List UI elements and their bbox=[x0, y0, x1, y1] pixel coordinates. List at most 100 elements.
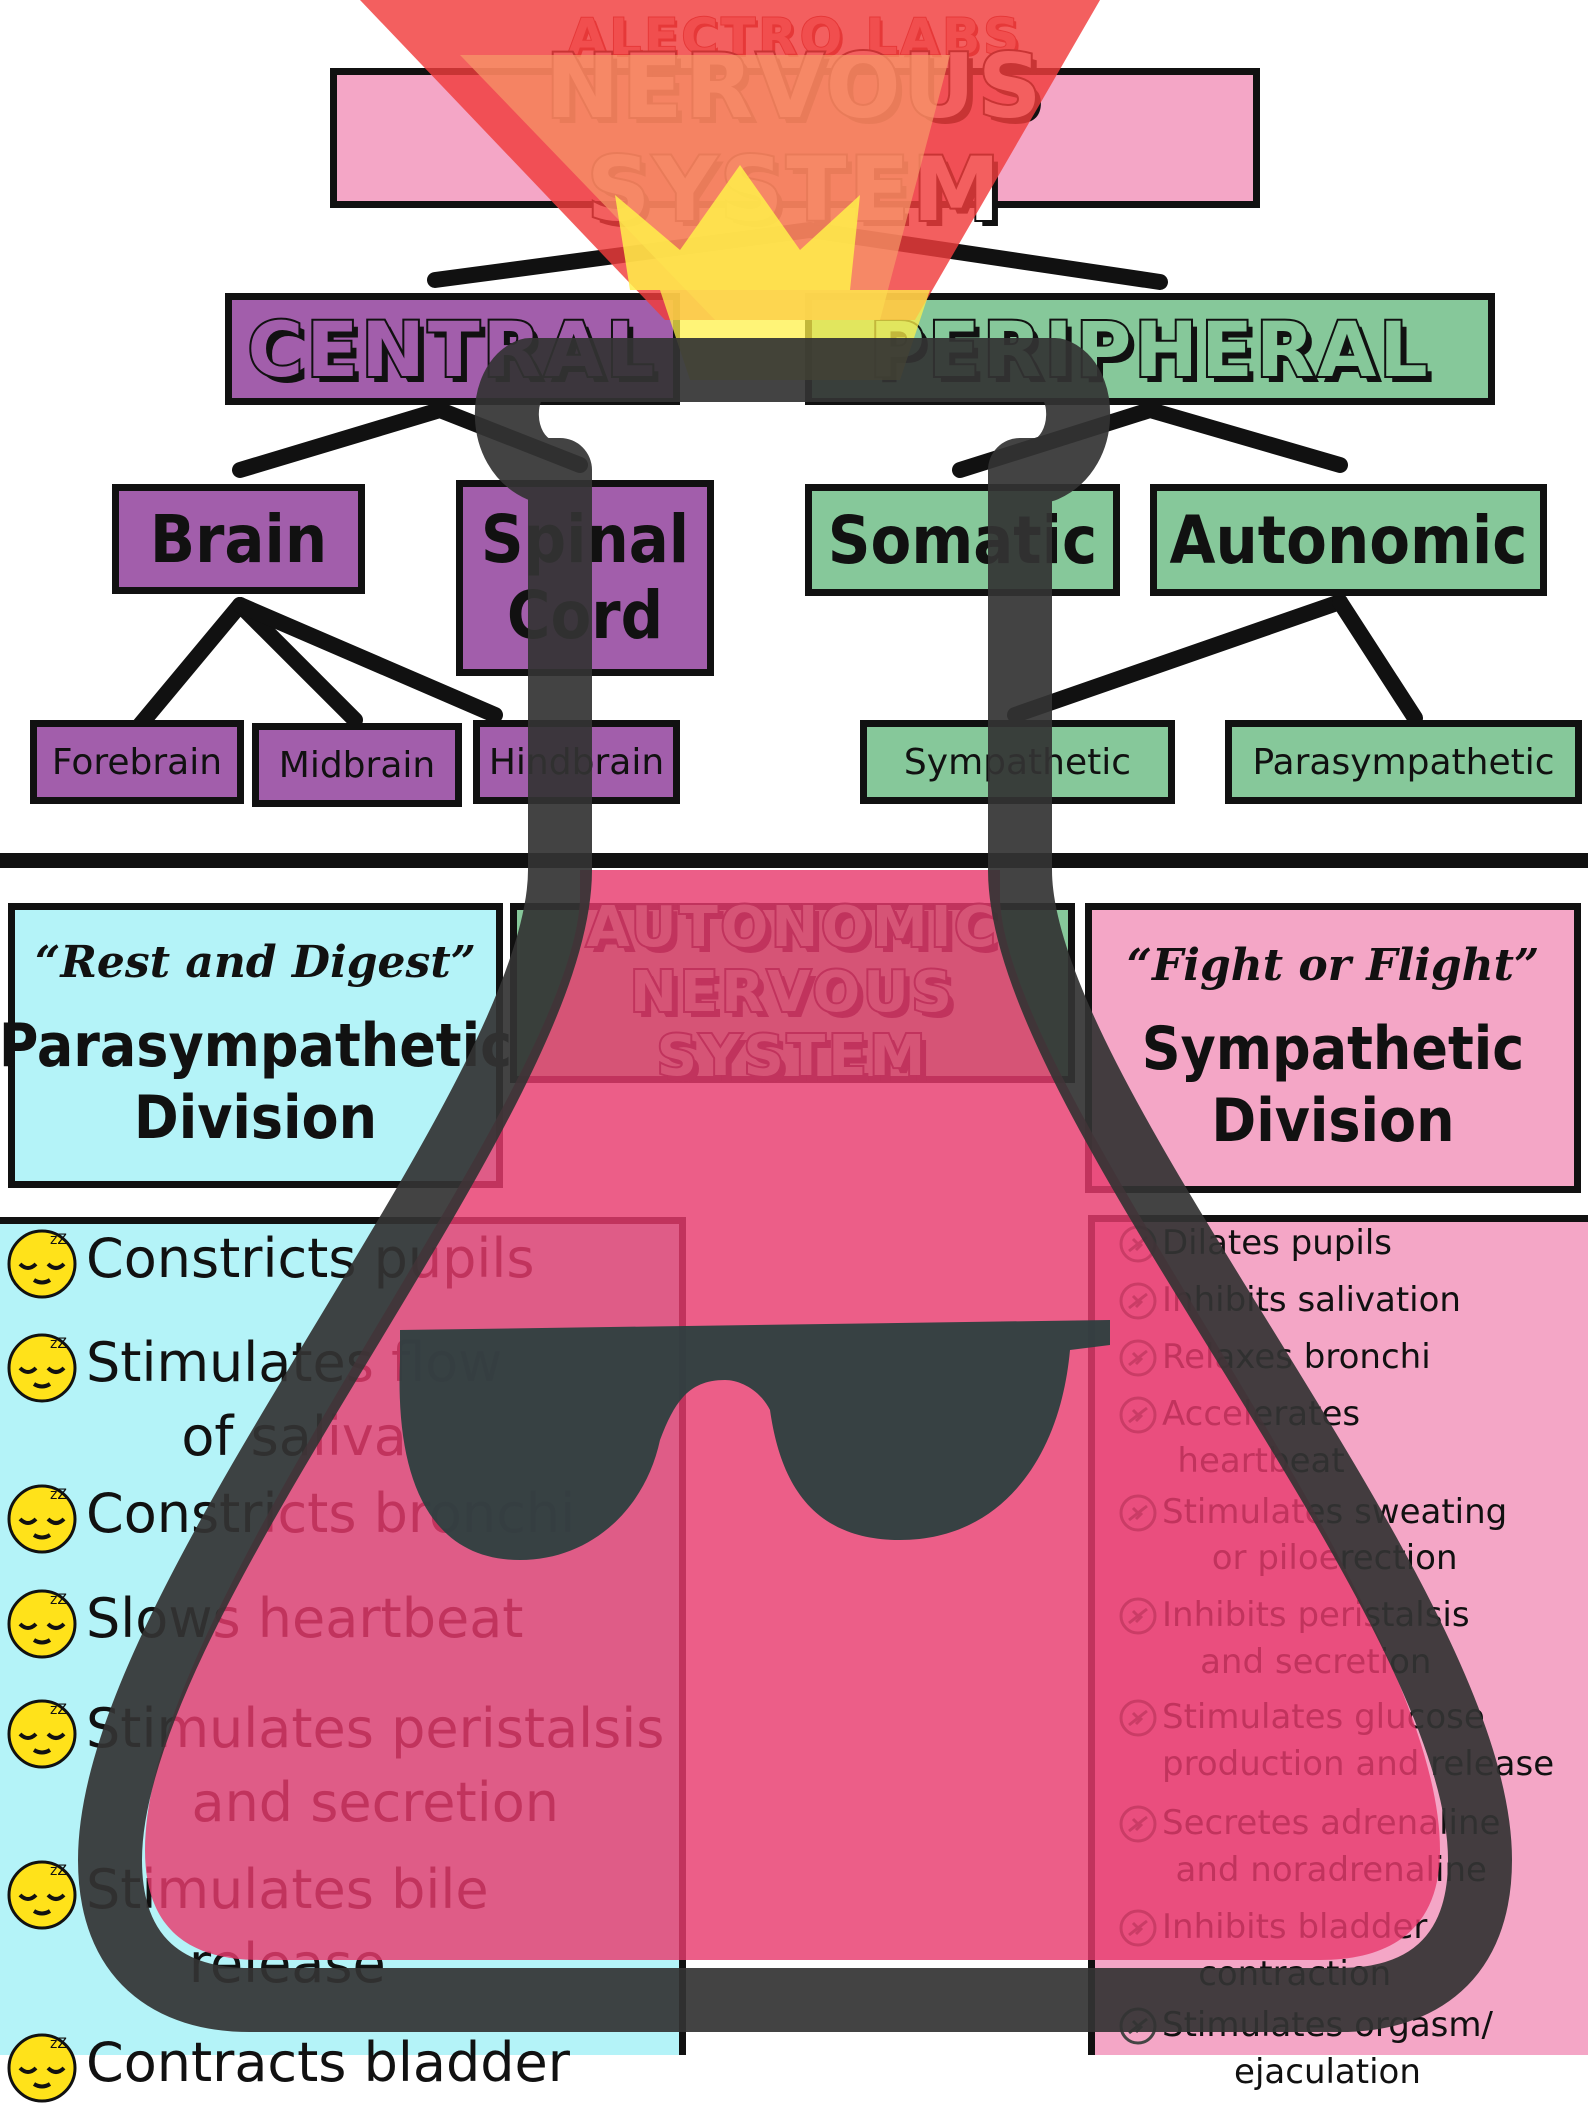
sympathetic-effect-text: Stimulates sweating bbox=[1162, 1491, 1508, 1532]
parasympathetic-box: Parasympathetic bbox=[1225, 720, 1582, 804]
section-divider bbox=[0, 853, 1588, 868]
sympathetic-effect-text-continued: heartbeat bbox=[1177, 1440, 1345, 1481]
parasympathetic-effect-text: Stimulates bile bbox=[86, 1857, 489, 1921]
brain-box: Brain bbox=[112, 484, 365, 594]
sympathetic-effect-text-continued: contraction bbox=[1198, 1953, 1392, 1994]
sleepy-face-icon: zZ bbox=[4, 1853, 86, 1951]
nervous-system-title-box: NERVOUS SYSTEM bbox=[330, 33, 1260, 243]
peripheral-box: PERIPHERAL bbox=[805, 293, 1495, 405]
hindbrain-box: Hindbrain bbox=[473, 720, 680, 804]
ans-title-line2: NERVOUS SYSTEM bbox=[628, 958, 955, 1091]
airplane-icon bbox=[1118, 2002, 1162, 2059]
central-label: CENTRAL bbox=[246, 303, 658, 396]
parasympathetic-effect-text: Stimulates flow bbox=[86, 1330, 503, 1394]
sympathetic-effect-item: Inhibits salivation bbox=[1118, 1277, 1588, 1334]
airplane-icon bbox=[1118, 1694, 1162, 1751]
parasympathetic-effect-text-continued: and secretion bbox=[191, 1771, 559, 1835]
parasympathetic-effect-item: zZ Constricts pupils bbox=[4, 1222, 684, 1320]
page-title: NERVOUS SYSTEM bbox=[544, 33, 1045, 243]
sympathetic-effect-text: Inhibits bladder bbox=[1162, 1906, 1428, 1947]
sympathetic-effect-text-continued: production and release bbox=[1162, 1744, 1555, 1785]
parasympathetic-effect-item: zZ Stimulates flow of saliva bbox=[4, 1326, 684, 1475]
spinal-cord-label-line1: Spinal bbox=[480, 501, 690, 579]
parasympathetic-effect-text: Stimulates peristalsis bbox=[86, 1696, 665, 1760]
airplane-icon bbox=[1118, 1334, 1162, 1391]
somatic-box: Somatic bbox=[805, 484, 1120, 596]
sympathetic-effect-text: Relaxes bronchi bbox=[1162, 1336, 1431, 1377]
sympathetic-effect-item: Dilates pupils bbox=[1118, 1220, 1588, 1277]
spinal-cord-label-line2: Cord bbox=[506, 577, 664, 654]
sympathetic-effect-item: Stimulates glucose production and release bbox=[1118, 1694, 1588, 1788]
sleepy-face-icon: zZ bbox=[4, 1692, 86, 1790]
parasympathetic-label: Parasympathetic bbox=[1252, 741, 1555, 783]
hindbrain-label: Hindbrain bbox=[488, 741, 665, 783]
sympathetic-motto: “Fight or Flight” bbox=[1126, 939, 1540, 991]
parasympathetic-effect-text: Contracts bladder bbox=[86, 2030, 570, 2094]
airplane-icon bbox=[1118, 1220, 1162, 1277]
sympathetic-effect-item: Relaxes bronchi bbox=[1118, 1334, 1588, 1391]
svg-text:zZ: zZ bbox=[50, 2036, 67, 2052]
sympathetic-label: Sympathetic bbox=[903, 741, 1132, 783]
airplane-icon bbox=[1118, 1592, 1162, 1649]
sympathetic-effect-item: Inhibits bladder contraction bbox=[1118, 1904, 1588, 1998]
somatic-label: Somatic bbox=[827, 501, 1098, 579]
sleepy-face-icon: zZ bbox=[4, 1582, 86, 1680]
sympathetic-effect-text: Inhibits peristalsis bbox=[1162, 1595, 1470, 1636]
sleepy-face-icon: zZ bbox=[4, 1477, 86, 1575]
midbrain-label: Midbrain bbox=[278, 744, 436, 786]
parasympathetic-effect-item: zZ Stimulates peristalsis and secretion bbox=[4, 1692, 684, 1841]
svg-text:zZ: zZ bbox=[50, 1592, 67, 1608]
autonomic-box: Autonomic bbox=[1150, 484, 1547, 596]
svg-text:zZ: zZ bbox=[50, 1336, 67, 1352]
parasympathetic-effect-item: zZ Constricts bronchi bbox=[4, 1477, 684, 1575]
midbrain-box: Midbrain bbox=[252, 723, 462, 807]
airplane-icon bbox=[1118, 1904, 1162, 1961]
sympathetic-effect-item: Inhibits peristalsis and secretion bbox=[1118, 1592, 1588, 1686]
sympathetic-title-line2: Division bbox=[1211, 1085, 1455, 1156]
svg-text:zZ: zZ bbox=[50, 1232, 67, 1248]
sympathetic-effect-text-continued: and secretion bbox=[1200, 1642, 1432, 1683]
sympathetic-effect-item: Stimulates orgasm/ejaculation bbox=[1118, 2002, 1588, 2096]
parasympathetic-effect-text-continued: release bbox=[188, 1932, 386, 1996]
sympathetic-effect-text: Stimulates glucose bbox=[1162, 1697, 1485, 1738]
spinal-cord-box: Spinal Cord bbox=[456, 480, 714, 676]
parasympathetic-title-line1: Parasympathetic bbox=[0, 1011, 513, 1081]
parasympathetic-effect-item: zZ Stimulates bile release bbox=[4, 1853, 684, 2002]
peripheral-label: PERIPHERAL bbox=[867, 303, 1431, 396]
forebrain-label: Forebrain bbox=[51, 741, 223, 783]
sympathetic-effect-text-continued: or piloerection bbox=[1211, 1538, 1458, 1579]
brain-label: Brain bbox=[149, 500, 328, 578]
svg-text:zZ: zZ bbox=[50, 1487, 67, 1503]
central-box: CENTRAL bbox=[225, 293, 680, 405]
sympathetic-effect-text-continued: ejaculation bbox=[1234, 2051, 1421, 2092]
sympathetic-box: Sympathetic bbox=[860, 720, 1175, 804]
sympathetic-effect-text: Inhibits salivation bbox=[1162, 1279, 1461, 1320]
sympathetic-title-line1: Sympathetic bbox=[1141, 1013, 1525, 1084]
parasympathetic-title-line2: Division bbox=[133, 1083, 378, 1153]
parasympathetic-effects-list: zZ Constricts pupils zZ Stimulates flow of s… bbox=[4, 1222, 684, 2123]
ans-title-line1: AUTONOMIC bbox=[584, 894, 999, 963]
airplane-icon bbox=[1118, 1800, 1162, 1857]
svg-text:zZ: zZ bbox=[50, 1702, 67, 1718]
forebrain-box: Forebrain bbox=[30, 720, 244, 804]
airplane-icon bbox=[1118, 1391, 1162, 1448]
sympathetic-division-header: “Fight or Flight” Sympathetic Division bbox=[1085, 903, 1581, 1193]
airplane-icon bbox=[1118, 1489, 1162, 1546]
parasympathetic-effect-text: Constricts bronchi bbox=[86, 1481, 576, 1545]
sleepy-face-icon: zZ bbox=[4, 1222, 86, 1320]
ans-title-box: AUTONOMIC NERVOUS SYSTEM bbox=[510, 894, 1075, 1091]
parasympathetic-effect-text: Constricts pupils bbox=[86, 1227, 535, 1290]
sleepy-face-icon: zZ bbox=[4, 1326, 86, 1424]
sleepy-face-icon: zZ bbox=[4, 2026, 86, 2123]
parasympathetic-effect-text-continued: of saliva bbox=[181, 1405, 407, 1469]
parasympathetic-motto: “Rest and Digest” bbox=[35, 937, 476, 988]
svg-text:zZ: zZ bbox=[50, 1863, 67, 1879]
airplane-icon bbox=[1118, 1277, 1162, 1334]
autonomic-label: Autonomic bbox=[1169, 501, 1528, 579]
sympathetic-effect-item: Stimulates sweating or piloerection bbox=[1118, 1489, 1588, 1583]
parasympathetic-division-header: “Rest and Digest” Parasympathetic Divisi… bbox=[0, 903, 512, 1188]
